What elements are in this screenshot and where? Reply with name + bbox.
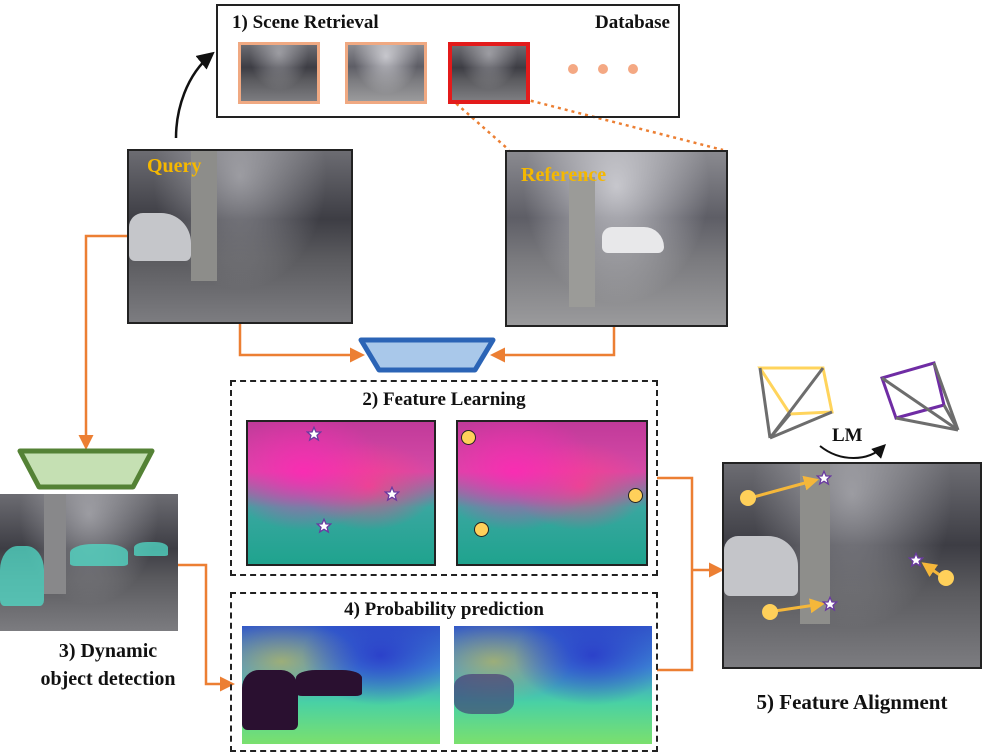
probability-box: 4) Probability prediction (230, 592, 658, 752)
reference-probability-map[interactable] (454, 626, 652, 744)
probability-title: 4) Probability prediction (344, 599, 544, 620)
star-keypoint-icon (907, 551, 925, 568)
dynamic-region (242, 670, 298, 730)
lm-arrow (819, 444, 886, 459)
ellipsis-icon (568, 64, 638, 76)
circle-keypoint-icon (628, 488, 643, 503)
star-keypoint-icon (815, 469, 833, 486)
detection-image[interactable] (0, 494, 178, 631)
camera-frustum-icon (880, 361, 960, 432)
circle-keypoint-icon (461, 430, 476, 445)
reference-feature-map[interactable] (456, 420, 648, 566)
dynamic-region (296, 670, 362, 696)
camera-frustum-icon (757, 366, 834, 440)
pillar (800, 464, 830, 624)
pillar (569, 177, 595, 307)
lm-label: LM (832, 425, 863, 446)
database-thumbnail[interactable] (238, 42, 320, 104)
query-to-encoder-arrow (238, 323, 365, 363)
query-probability-map[interactable] (242, 626, 440, 744)
scene-retrieval-box: 1) Scene Retrieval Database (216, 4, 680, 118)
dynamic-detection-title-line1: 3) Dynamic (58, 640, 158, 662)
car (129, 213, 191, 261)
detected-car-mask (0, 546, 44, 606)
star-keypoint-icon (305, 425, 323, 442)
query-label: Query (147, 155, 202, 177)
circle-keypoint-icon (740, 490, 756, 506)
dynamic-region (454, 674, 514, 714)
dynamic-detection-title-line2: object detection (40, 668, 176, 690)
query-to-retrieval-arrow (174, 51, 215, 139)
detected-car-mask (134, 542, 168, 556)
alignment-correspondence-layer (749, 475, 945, 614)
star-keypoint-icon (315, 517, 333, 534)
circle-keypoint-icon (474, 522, 489, 537)
feature-encoder-shape (358, 337, 496, 373)
circle-keypoint-icon (762, 604, 778, 620)
reference-label: Reference (521, 164, 607, 186)
scene-retrieval-title: 1) Scene Retrieval (232, 12, 379, 33)
pillar (191, 151, 217, 281)
object-detector-shape (17, 448, 155, 490)
detected-car-mask (70, 544, 128, 566)
car (602, 227, 664, 253)
query-feature-map[interactable] (246, 420, 436, 566)
circle-keypoint-icon (938, 570, 954, 586)
features-to-alignment-line (657, 476, 694, 672)
star-keypoint-icon (383, 485, 401, 502)
database-label: Database (595, 12, 670, 33)
query-to-detector-arrow (78, 234, 127, 450)
star-keypoint-icon (821, 595, 839, 612)
feature-learning-box: 2) Feature Learning (230, 380, 658, 576)
reference-link-left (450, 98, 510, 151)
feature-alignment-title: 5) Feature Alignment (756, 690, 948, 714)
reference-image[interactable]: Reference (505, 150, 728, 327)
detection-to-probability-arrow (178, 563, 235, 692)
database-thumbnail[interactable] (345, 42, 427, 104)
reference-to-encoder-arrow (490, 326, 616, 363)
retrieved-thumbnail[interactable] (448, 42, 530, 104)
feature-learning-title: 2) Feature Learning (362, 389, 526, 410)
pillar (44, 494, 66, 594)
alignment-image[interactable] (722, 462, 982, 669)
car (724, 536, 798, 596)
query-image[interactable]: Query (127, 149, 353, 324)
